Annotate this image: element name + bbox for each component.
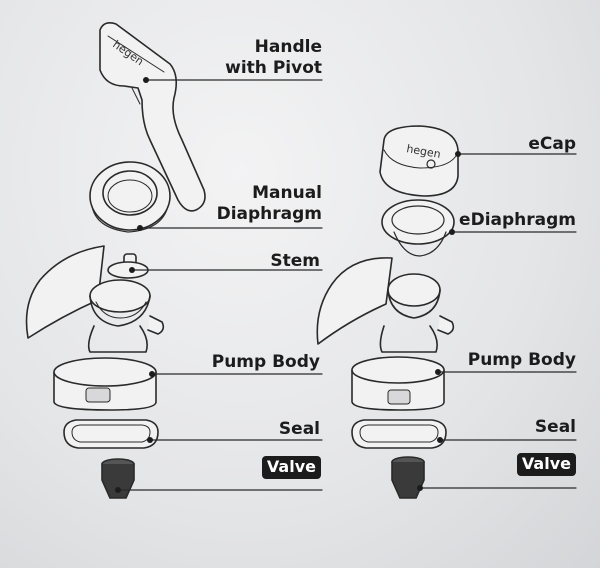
ecap-logo: hegen [405,142,441,161]
ediaphragm-part [381,199,455,257]
manual-diaphragm-part [89,161,171,233]
left-valve-badge: Valve [261,456,321,479]
right-seal-label: Seal [534,417,576,437]
left-pump-body-part [25,245,165,411]
handle-label-line-1: Handle [254,37,322,57]
right-pump-body-label: Pump Body [467,350,576,370]
handle-label-line-2: with Pivot [225,58,322,78]
right-leader-dots [417,151,461,491]
right-seal-part [351,419,447,449]
stem-part [107,253,149,279]
left-leader-lines [117,79,323,491]
left-pump-body-label: Pump Body [211,352,320,372]
right-pump-body-part [316,257,455,411]
manual-diaphragm-label-line-2: Diaphragm [216,204,322,224]
ecap-label: eCap [528,134,576,154]
left-seal-part [63,419,159,449]
handle-label: Handle with Pivot [225,37,322,79]
right-valve-badge: Valve [516,453,576,476]
ecap-part: hegen [379,125,459,197]
left-leader-dots [115,77,155,493]
right-valve-part [391,456,425,499]
left-seal-label: Seal [278,419,320,439]
ediaphragm-label: eDiaphragm [459,210,576,230]
stem-label: Stem [270,251,320,271]
handle-part: hegen [99,22,206,212]
manual-diaphragm-label: Manual Diaphragm [217,183,322,225]
manual-diaphragm-label-line-1: Manual [252,183,322,203]
right-leader-lines [419,153,577,489]
